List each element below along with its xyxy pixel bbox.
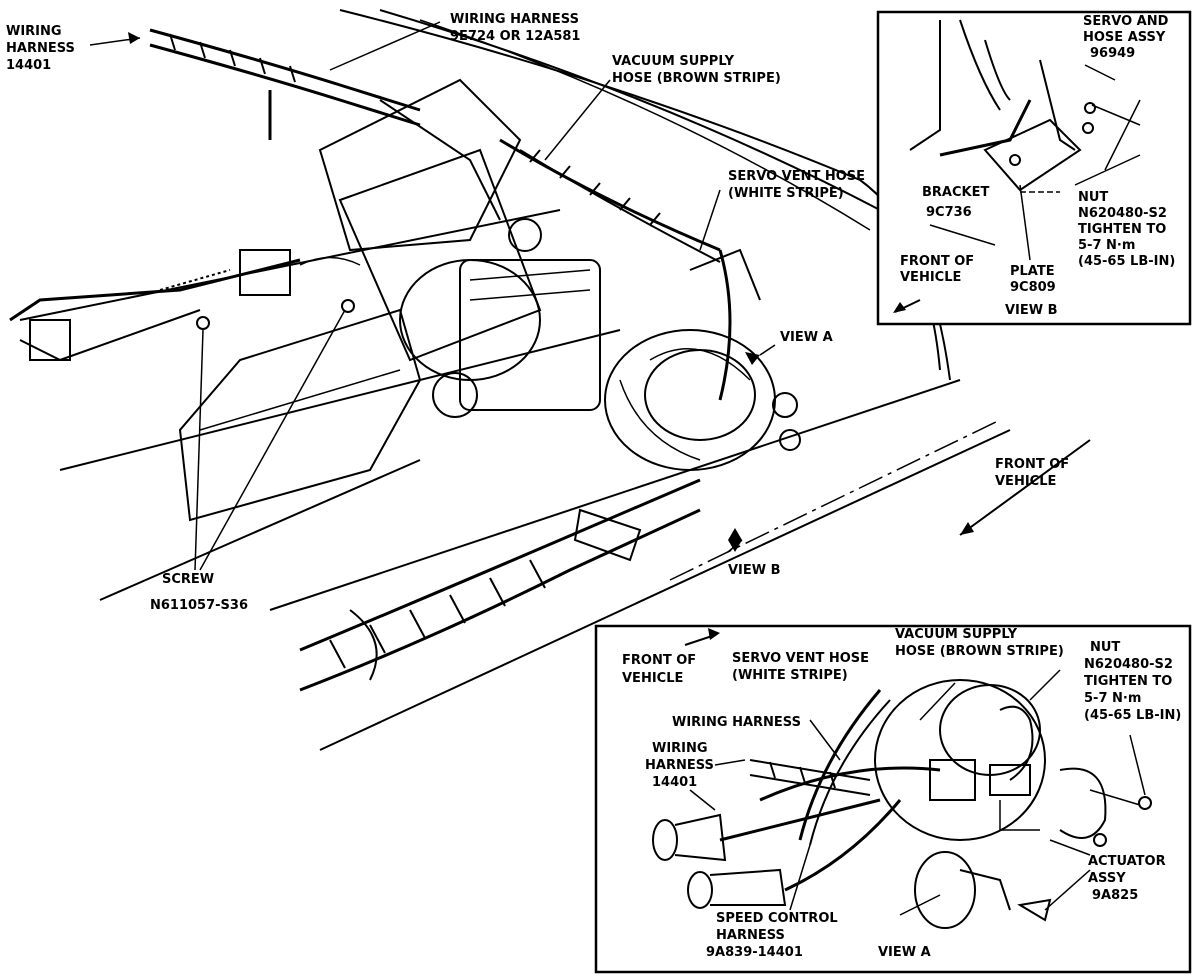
label-nut-b: NUT N620480-S2 TIGHTEN TO 5-7 N·m (45-65… (1078, 190, 1175, 269)
label-actuator: ACTUATOR ASSY 9A825 (1088, 854, 1170, 903)
inset-view-a (594, 624, 1192, 974)
label-front-of-vehicle-a: FRONT OF VEHICLE (622, 653, 701, 686)
label-nut-a: NUT N620480-S2 TIGHTEN TO 5-7 N·m (45-65… (1084, 640, 1181, 723)
inset-view-b (876, 10, 1192, 326)
label-front-of-vehicle: FRONT OF VEHICLE (995, 457, 1074, 489)
leader-lines (89, 21, 1091, 571)
label-wiring-harness-a: WIRING HARNESS (672, 715, 801, 730)
inset-b-title: VIEW B (1005, 303, 1058, 318)
label-view-a: VIEW A (780, 330, 833, 345)
label-bracket: BRACKET 9C736 (922, 185, 994, 220)
label-wiring-harness-top: WIRING HARNESS 9E724 OR 12A581 (450, 12, 583, 44)
label-plate: PLATE 9C809 (1010, 264, 1059, 295)
reservoir-tray (178, 308, 422, 522)
label-vacuum-supply-hose: VACUUM SUPPLY HOSE (BROWN STRIPE) (612, 54, 781, 86)
screw-icon (196, 299, 355, 330)
servo-unit (604, 248, 801, 471)
throttle-cable (9, 249, 361, 362)
inset-a-title: VIEW A (878, 945, 931, 960)
label-vacuum-supply-hose-a: VACUUM SUPPLY HOSE (BROWN STRIPE) (895, 627, 1064, 659)
lower-harness (299, 478, 701, 692)
arrow-icon (708, 628, 720, 640)
arrow-icon (893, 302, 906, 313)
label-wiring-harness-14401-a: WIRING HARNESS 14401 (645, 741, 718, 790)
label-speed-control-harness: SPEED CONTROL HARNESS 9A839-14401 (706, 911, 842, 960)
label-screw: SCREW N611057-S36 (150, 572, 248, 613)
label-servo-vent-hose-a: SERVO VENT HOSE (WHITE STRIPE) (732, 651, 874, 683)
main-drawing (9, 9, 1091, 751)
label-servo-vent-hose: SERVO VENT HOSE (WHITE STRIPE) (728, 169, 870, 201)
label-wiring-harness-left: WIRING HARNESS 14401 (6, 24, 79, 73)
vacuum-hose (499, 138, 721, 263)
master-cylinder (318, 78, 601, 418)
arrow-icon (128, 32, 974, 552)
label-view-b: VIEW B (728, 563, 781, 578)
label-front-of-vehicle-b: FRONT OF VEHICLE (900, 254, 979, 285)
label-servo-hose-assy: SERVO AND HOSE ASSY 96949 (1083, 14, 1173, 61)
wiring-harness-bundle (149, 28, 501, 221)
